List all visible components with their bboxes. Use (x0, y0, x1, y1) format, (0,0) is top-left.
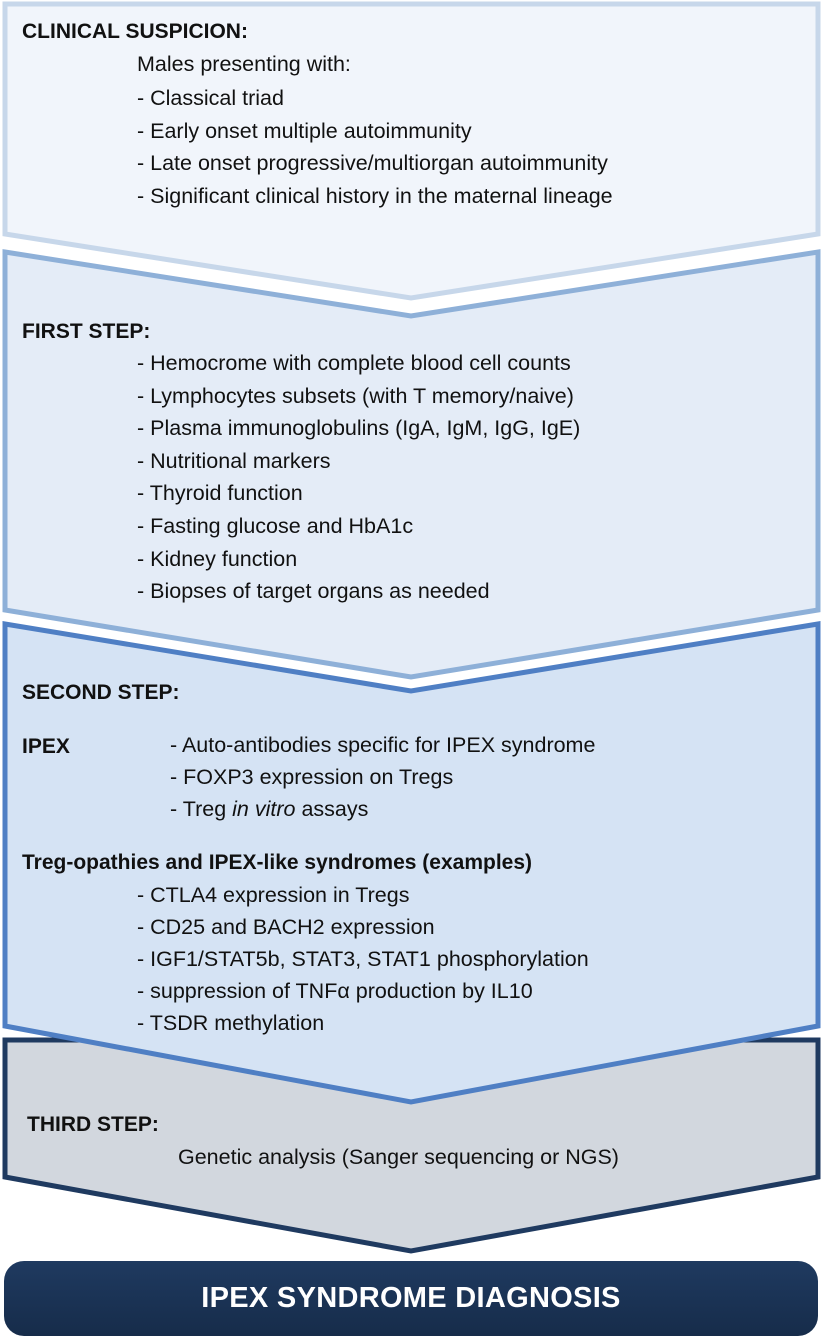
list-item: - Nutritional markers (137, 448, 331, 473)
list-item: - Thyroid function (137, 481, 303, 506)
list-item: - Plasma immunoglobulins (IgA, IgM, IgG,… (137, 416, 581, 441)
first-step-list: - Hemocrome with complete blood cell cou… (137, 347, 580, 608)
treg-assay-prefix: - Treg (170, 797, 233, 821)
clinical-suspicion-intro: Males presenting with: (137, 52, 351, 76)
list-item: - Lymphocytes subsets (with T memory/nai… (137, 383, 574, 408)
list-item: - suppression of TNFα production by IL10 (137, 979, 533, 1003)
clinical-suspicion-heading: CLINICAL SUSPICION: (22, 20, 248, 43)
list-item: - Fasting glucose and HbA1c (137, 513, 414, 538)
list-item: - FOXP3 expression on Tregs (170, 765, 454, 789)
treg-opathies-list: - CTLA4 expression in Tregs - CD25 and B… (137, 879, 589, 1039)
ipex-label: IPEX (22, 735, 70, 758)
list-item: - Significant clinical history in the ma… (137, 183, 613, 208)
third-step-heading: THIRD STEP: (27, 1113, 159, 1136)
first-step-heading: FIRST STEP: (22, 320, 151, 343)
list-item: - Late onset progressive/multiorgan auto… (137, 151, 608, 176)
treg-opathies-label: Treg-opathies and IPEX-like syndromes (e… (22, 851, 532, 874)
treg-assay-suffix: assays (295, 797, 369, 821)
list-item: - CD25 and BACH2 expression (137, 915, 435, 939)
list-item: - Biopses of target organs as needed (137, 579, 490, 604)
list-item: - Kidney function (137, 546, 298, 571)
diagnosis-label: IPEX SYNDROME DIAGNOSIS (201, 1282, 621, 1314)
list-item: - Classical triad (137, 86, 284, 110)
treg-assay-italic: in vitro (232, 797, 296, 821)
diagnosis-banner: IPEX SYNDROME DIAGNOSIS (4, 1261, 818, 1336)
list-item: - TSDR methylation (137, 1011, 325, 1035)
second-step-shape (2, 621, 821, 1105)
first-step-shape (2, 249, 821, 680)
list-item: - IGF1/STAT5b, STAT3, STAT1 phosphorylat… (137, 947, 589, 971)
second-step-heading: SECOND STEP: (22, 681, 180, 704)
list-item: - CTLA4 expression in Tregs (137, 883, 410, 907)
list-item: - Hemocrome with complete blood cell cou… (137, 351, 571, 375)
clinical-suspicion-shape (2, 1, 821, 301)
third-step-text: Genetic analysis (Sanger sequencing or N… (178, 1145, 619, 1169)
clinical-suspicion-list: - Classical triad - Early onset multiple… (137, 82, 613, 212)
list-item: - Auto-antibodies specific for IPEX synd… (170, 733, 596, 757)
ipex-list: - Auto-antibodies specific for IPEX synd… (170, 729, 595, 825)
list-item: - Early onset multiple autoimmunity (137, 118, 472, 143)
list-item: - Treg in vitro assays (170, 793, 595, 825)
